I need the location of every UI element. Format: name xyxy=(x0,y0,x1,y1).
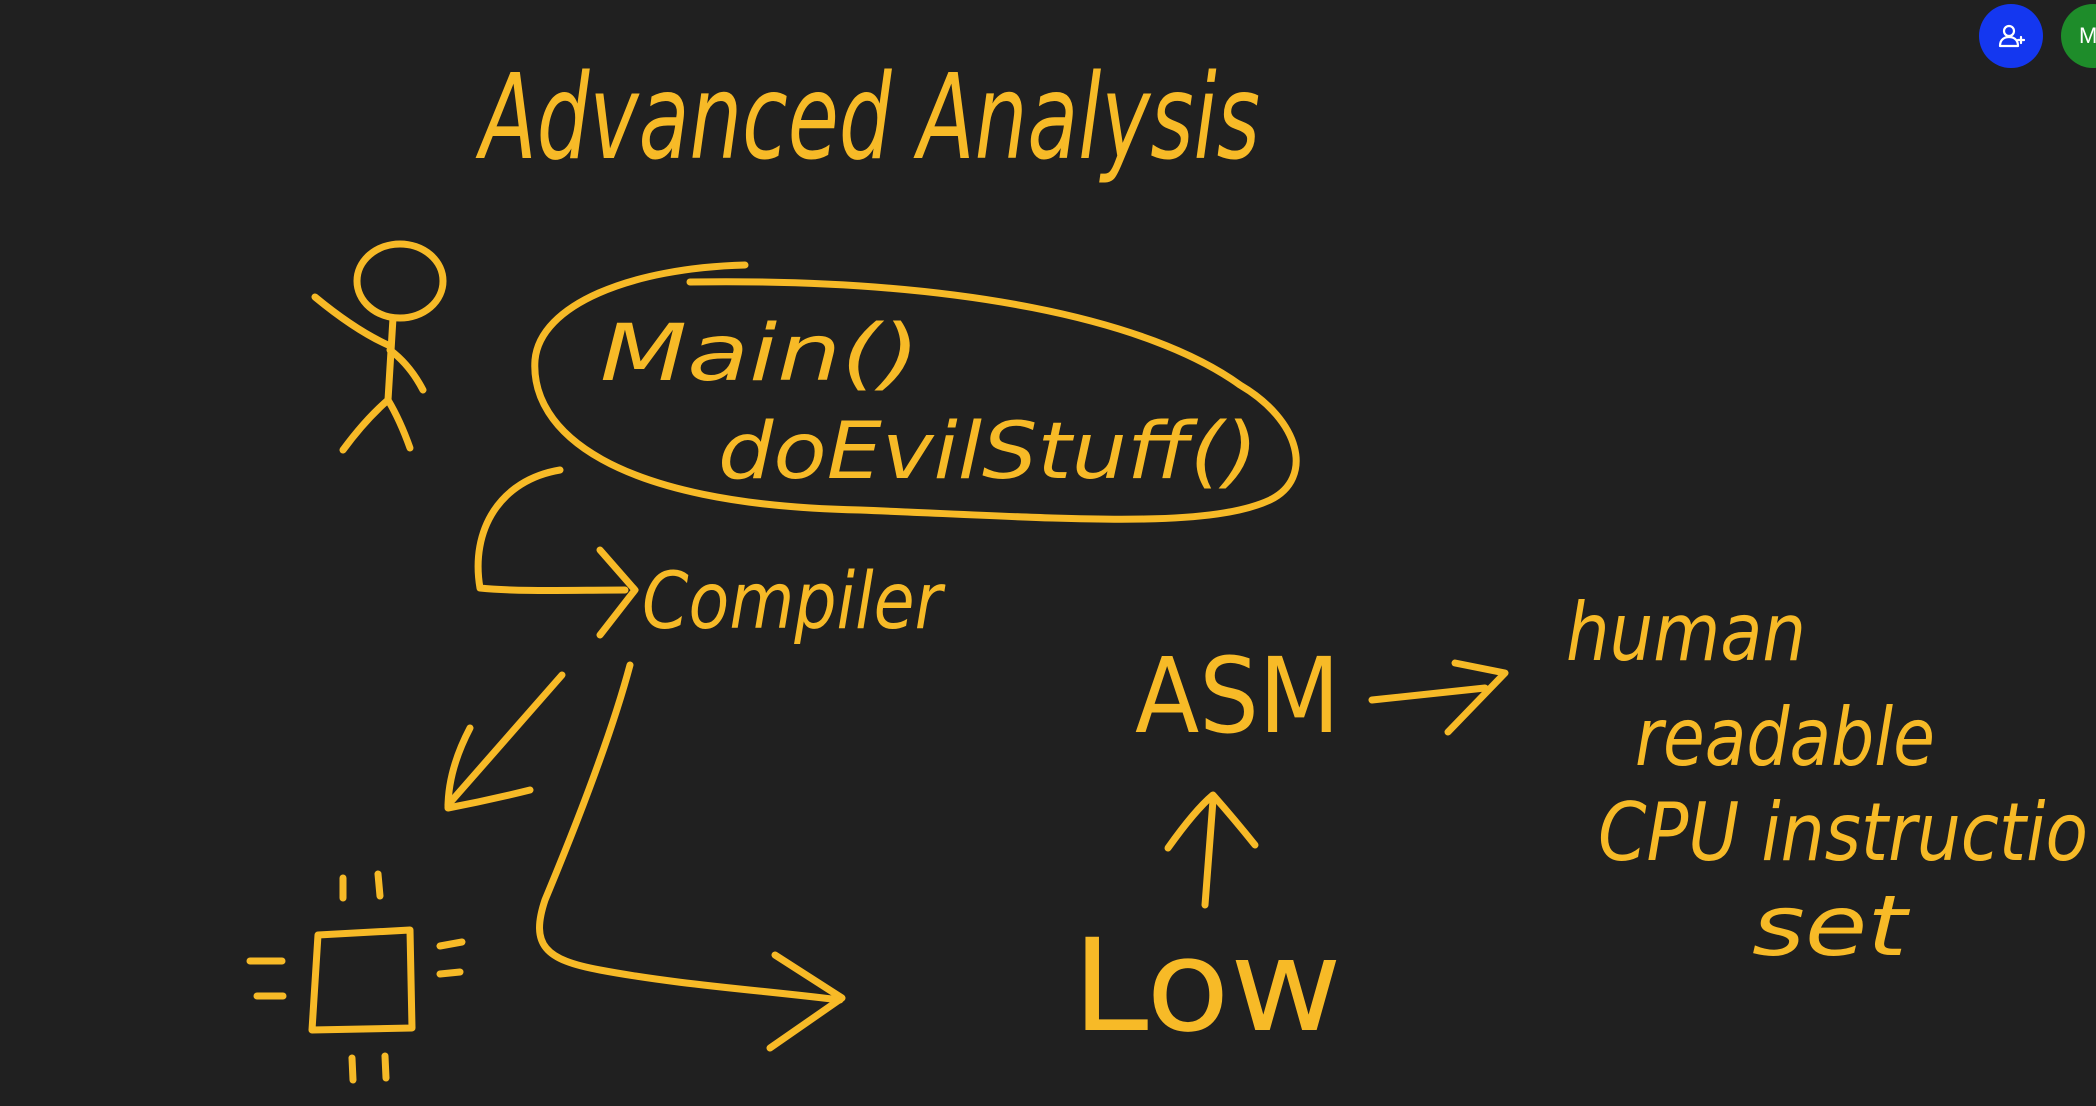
low-to-asm-arrow xyxy=(1164,791,1259,909)
note-line-cpu-instruction: CPU instructio xyxy=(1598,786,2088,879)
asm-to-note-arrow xyxy=(1368,659,1509,736)
board-title: Advanced Analysis xyxy=(475,48,1260,186)
code-line-do-evil-stuff: doEvilStuff() xyxy=(718,407,1258,497)
add-user-button[interactable] xyxy=(1979,4,2043,68)
code-line-main: Main() xyxy=(600,309,920,399)
person-add-icon xyxy=(1998,24,2025,48)
code-to-compiler-arrow xyxy=(474,466,629,594)
compiler-label: Compiler xyxy=(642,557,946,647)
asm-label: ASM xyxy=(1135,635,1340,757)
user-avatar-initial: M xyxy=(2079,23,2096,48)
low-label: Low xyxy=(1072,912,1342,1061)
code-ellipse xyxy=(531,261,1300,523)
note-line-human: human xyxy=(1566,586,1806,679)
note-line-readable: readable xyxy=(1635,691,1935,784)
compiler-to-chip-arrow xyxy=(444,671,566,812)
stick-figure-icon xyxy=(311,240,447,454)
note-line-set: set xyxy=(1752,877,1911,975)
cpu-chip-icon xyxy=(246,870,466,1084)
compiler-to-low-arrow xyxy=(536,661,846,1052)
